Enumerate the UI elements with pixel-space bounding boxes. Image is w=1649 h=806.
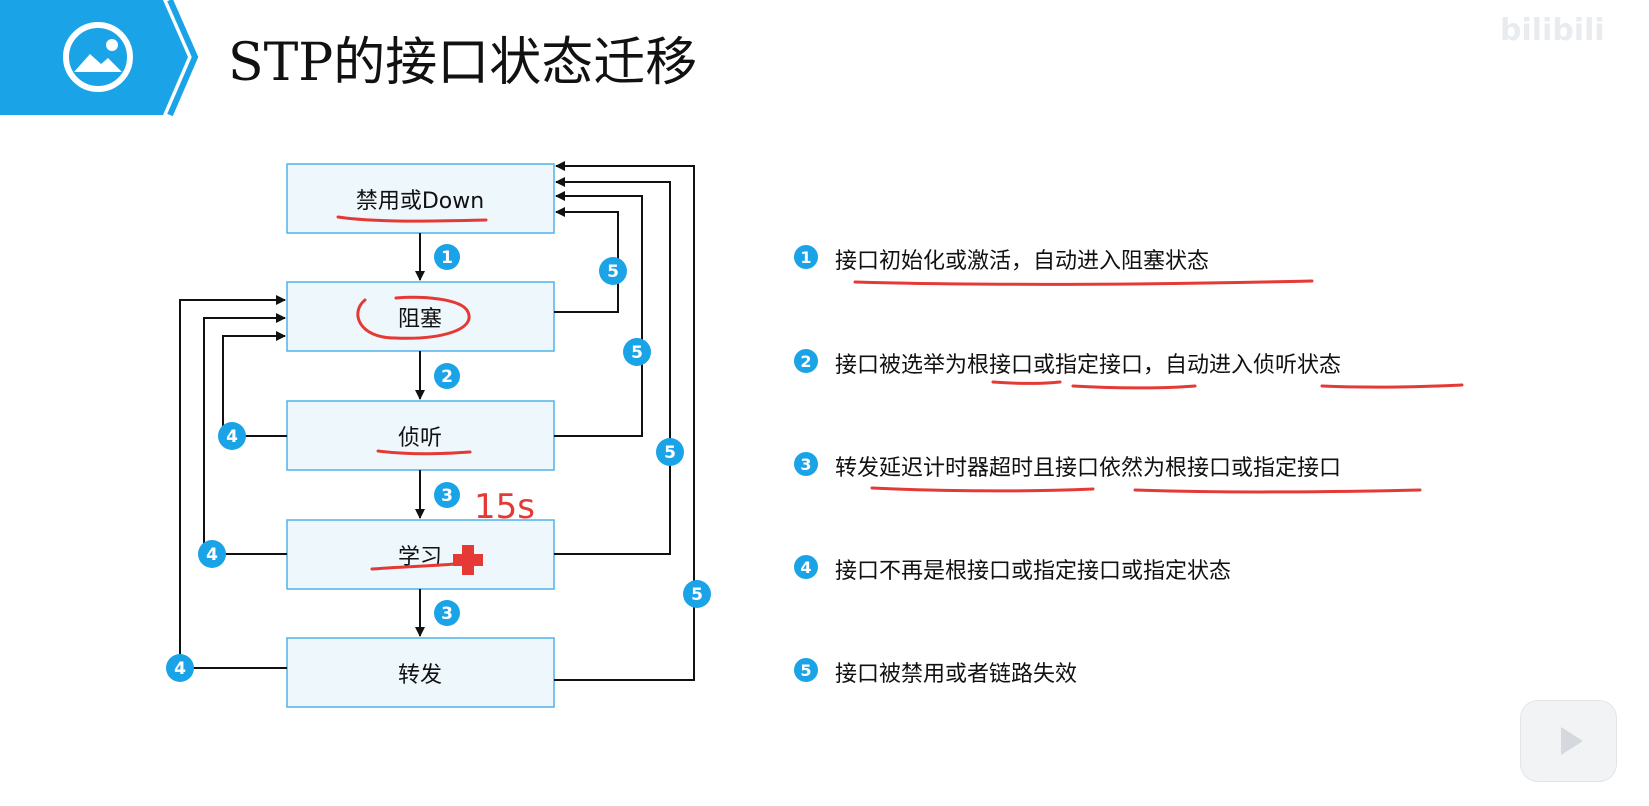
svg-text:接口初始化或激活，自动进入阻塞状态: 接口初始化或激活，自动进入阻塞状态 [835,249,1209,274]
underline-legend-1 [853,279,1314,286]
state-label: 阻塞 [398,307,442,332]
right-loops [554,161,695,681]
header-badge [0,0,188,115]
svg-text:3: 3 [441,486,453,506]
svg-text:2: 2 [800,352,811,371]
state-blocking: 阻塞 [286,281,555,352]
underline-listening [376,449,472,456]
badge-2: 2 [434,363,460,389]
svg-text:3: 3 [441,604,453,624]
state-boxes: 禁用或Down 阻塞 侦听 学习 转发 [286,163,555,708]
badge-5c: 5 [656,438,684,466]
play-logo-icon [1520,700,1617,782]
underline-legend-2a [991,380,1062,385]
svg-text:5: 5 [691,585,703,605]
legend: 1 接口初始化或激活，自动进入阻塞状态 2 接口被选举为根接口或指定接口，自动进… [794,245,1341,687]
badge-4b: 4 [198,540,226,568]
loop-listening-to-blocking [222,331,287,437]
svg-text:接口被选举为根接口或指定接口，自动进入侦听状态: 接口被选举为根接口或指定接口，自动进入侦听状态 [835,353,1341,378]
legend-item-4: 4 接口不再是根接口或指定接口或指定状态 [794,555,1231,584]
underline-legend-2b [1071,384,1197,390]
underline-legend-3a [870,486,1095,493]
svg-text:转发延迟计时器超时且接口依然为根接口或指定接口: 转发延迟计时器超时且接口依然为根接口或指定接口 [835,456,1341,481]
loop-forwarding-to-disabled [554,161,695,681]
badge-3a: 3 [434,482,460,508]
badge-5b: 5 [623,338,651,366]
svg-text:4: 4 [174,659,186,679]
strike-learning [370,562,457,571]
left-loops [179,295,287,669]
svg-text:接口被禁用或者链路失效: 接口被禁用或者链路失效 [835,662,1077,687]
image-icon [63,22,133,92]
state-forwarding: 转发 [286,637,555,708]
state-disabled: 禁用或Down [286,163,555,234]
circle-blocking [356,295,471,340]
underline-legend-3b [1133,488,1422,494]
header-chevron [167,0,199,117]
badge-4c: 4 [166,654,194,682]
badge-1: 1 [434,244,460,270]
state-learning: 学习 [286,519,555,590]
loop-learning-to-blocking [203,313,287,555]
svg-text:5: 5 [664,443,676,463]
svg-text:2: 2 [441,367,453,387]
loop-learning-to-disabled [554,177,671,555]
underline-legend-2c [1320,383,1464,389]
badge-4a: 4 [218,422,246,450]
svg-text:5: 5 [800,661,811,680]
svg-text:1: 1 [441,248,453,268]
red-cross-icon [453,545,483,575]
header: STP的接口状态迁移 bilibili [0,0,1605,117]
page-title: STP的接口状态迁移 [228,33,697,93]
legend-item-1: 1 接口初始化或激活，自动进入阻塞状态 [794,245,1209,274]
state-label: 禁用或Down [356,189,484,214]
badge-3b: 3 [434,600,460,626]
svg-text:1: 1 [800,248,811,267]
loop-listening-to-disabled [554,191,643,437]
loop-forwarding-to-blocking [179,295,287,669]
svg-text:4: 4 [226,427,238,447]
svg-text:5: 5 [631,343,643,363]
svg-text:3: 3 [800,455,811,474]
legend-item-3: 3 转发延迟计时器超时且接口依然为根接口或指定接口 [794,452,1341,481]
svg-text:4: 4 [800,558,811,577]
state-label: 转发 [398,663,442,688]
state-listening: 侦听 [286,400,555,471]
svg-text:4: 4 [206,545,218,565]
watermark-logo: bilibili [1500,13,1605,48]
handwritten-15s: 15s [474,487,535,527]
legend-item-2: 2 接口被选举为根接口或指定接口，自动进入侦听状态 [794,349,1341,378]
svg-text:5: 5 [607,262,619,282]
state-label: 侦听 [398,426,442,451]
svg-text:接口不再是根接口或指定接口或指定状态: 接口不再是根接口或指定接口或指定状态 [835,559,1231,584]
underline-disabled [336,215,488,223]
legend-item-5: 5 接口被禁用或者链路失效 [794,658,1077,687]
handwritten-annotations [336,215,1464,571]
transition-badges: 1 2 3 3 4 4 4 5 [166,244,711,682]
badge-5d: 5 [683,580,711,608]
badge-5a: 5 [599,257,627,285]
